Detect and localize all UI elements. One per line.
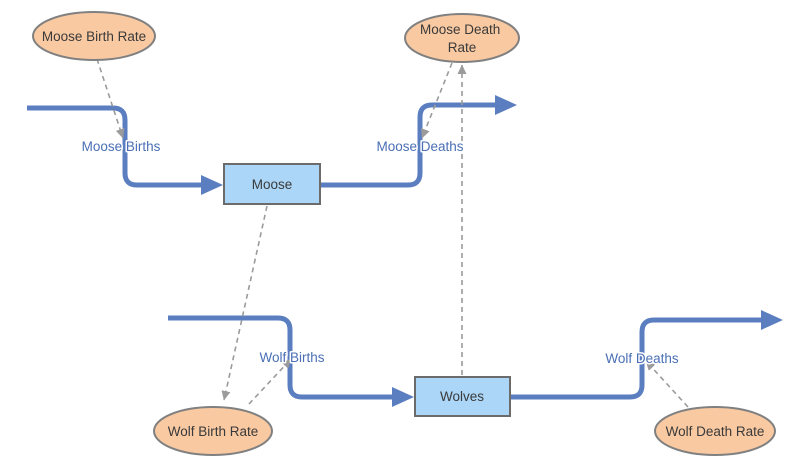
stock-moose[interactable]: Moose [223,163,321,205]
stock-wolves-label: Wolves [440,389,484,404]
connector-wolf-death-rate-to-wolf-deaths[interactable] [645,360,689,408]
stock-wolves[interactable]: Wolves [414,376,511,417]
flow-label-wolf-deaths[interactable]: Wolf Deaths [604,350,681,368]
converter-wolf-death-rate-label: Wolf Death Rate [666,424,765,439]
flow-pipe-moose-births[interactable] [27,105,223,195]
flow-pipe-wolf-deaths[interactable] [510,310,783,400]
flow-pipe-wolf-births[interactable] [168,315,414,407]
flow-label-wolf-births[interactable]: Wolf Births [258,349,326,367]
flow-arrowhead-icon [201,175,223,195]
converter-wolf-birth-rate[interactable]: Wolf Birth Rate [153,406,273,456]
flow-pipe-moose-deaths[interactable] [320,95,517,188]
converter-moose-death-rate-label: Moose Death Rate [420,22,504,55]
converter-moose-birth-rate[interactable]: Moose Birth Rate [32,11,156,61]
converter-moose-birth-rate-label: Moose Birth Rate [42,29,146,44]
flow-arrowhead-icon [495,95,517,115]
flow-arrowhead-icon [761,310,783,330]
flow-label-moose-deaths[interactable]: Moose Deaths [375,138,465,156]
converter-moose-death-rate[interactable]: Moose Death Rate [404,13,520,63]
converter-wolf-birth-rate-label: Wolf Birth Rate [168,424,259,439]
stock-moose-label: Moose [252,177,293,192]
converter-wolf-death-rate[interactable]: Wolf Death Rate [654,406,776,456]
connector-moose-to-wolf-birth-rate[interactable] [221,205,268,401]
connector-moose-death-rate-to-moose-deaths[interactable] [421,62,453,139]
connector-moose-birth-rate-to-moose-births[interactable] [96,58,125,139]
flow-label-moose-births[interactable]: Moose Births [80,138,162,156]
connector-wolf-birth-rate-to-wolf-births[interactable] [248,358,292,405]
flow-arrowhead-icon [392,387,414,407]
